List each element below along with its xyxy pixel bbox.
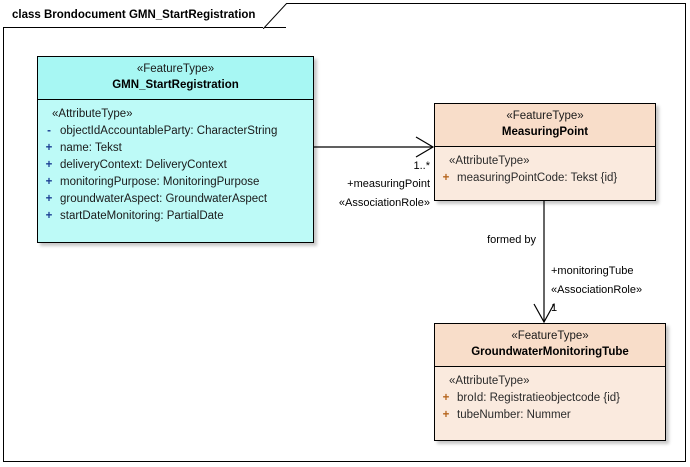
class-stereotype: «FeatureType» [506, 110, 584, 122]
class-name: GMN_StartRegistration [112, 79, 239, 91]
attribute-row: - objectIdAccountableParty: CharacterStr… [38, 123, 313, 140]
attribute-label: measuringPointCode: Tekst {id} [457, 172, 618, 184]
visibility-marker: + [45, 193, 53, 205]
class-name: MeasuringPoint [501, 126, 589, 138]
attribute-label: groundwaterAspect: GroundwaterAspect [60, 193, 268, 205]
class-box-gmn-start-registration[interactable]: «FeatureType» GMN_StartRegistration «Att… [37, 56, 314, 243]
frame-tab-notch-icon [263, 3, 287, 29]
attribute-row: + groundwaterAspect: GroundwaterAspect [38, 191, 313, 208]
diagram-frame-tab: class Brondocument GMN_StartRegistration [3, 3, 287, 29]
attribute-label: objectIdAccountableParty: CharacterStrin… [60, 125, 278, 137]
class-box-measuring-point[interactable]: «FeatureType» MeasuringPoint «AttributeT… [434, 103, 656, 201]
visibility-marker: + [45, 210, 53, 222]
attribute-row: + deliveryContext: DeliveryContext [38, 157, 313, 174]
attribute-label: tubeNumber: Nummer [457, 409, 571, 421]
visibility-marker: - [47, 125, 51, 137]
attribute-row: + startDateMonitoring: PartialDate [38, 208, 313, 225]
visibility-marker: + [45, 142, 53, 154]
attribute-stereotype: «AttributeType» [449, 155, 530, 167]
assoc-monitoringtube-multiplicity: 1 [551, 302, 558, 314]
assoc-measuringpoint-role-stereotype: «AssociationRole» [338, 197, 430, 209]
class-attributes-measuring-point: «AttributeType» + measuringPointCode: Te… [435, 147, 655, 193]
class-header-measuring-point: «FeatureType» MeasuringPoint [435, 104, 655, 147]
assoc-monitoringtube-name: formed by [487, 234, 536, 246]
visibility-marker: + [442, 409, 450, 421]
attribute-stereotype: «AttributeType» [52, 108, 133, 120]
visibility-marker: + [442, 172, 450, 184]
attribute-row: + measuringPointCode: Tekst {id} [435, 170, 655, 187]
class-header-gmn-start-registration: «FeatureType» GMN_StartRegistration [38, 57, 313, 100]
attribute-label: deliveryContext: DeliveryContext [60, 159, 227, 171]
class-attributes-gmn-start-registration: «AttributeType» - objectIdAccountablePar… [38, 100, 313, 231]
attribute-row: + name: Tekst [38, 140, 313, 157]
class-box-groundwater-monitoring-tube[interactable]: «FeatureType» GroundwaterMonitoringTube … [434, 323, 666, 441]
attribute-stereotype: «AttributeType» [449, 375, 530, 387]
attribute-row: + broId: Registratieobjectcode {id} [435, 390, 665, 407]
class-attributes-groundwater-monitoring-tube: «AttributeType» + broId: Registratieobje… [435, 367, 665, 430]
attribute-label: broId: Registratieobjectcode {id} [457, 392, 621, 404]
assoc-measuringpoint-multiplicity: 1..* [413, 160, 430, 172]
attribute-row: + tubeNumber: Nummer [435, 407, 665, 424]
visibility-marker: + [45, 159, 53, 171]
class-header-groundwater-monitoring-tube: «FeatureType» GroundwaterMonitoringTube [435, 324, 665, 367]
visibility-marker: + [45, 176, 53, 188]
attribute-row: + monitoringPurpose: MonitoringPurpose [38, 174, 313, 191]
class-name: GroundwaterMonitoringTube [471, 346, 629, 358]
attribute-label: startDateMonitoring: PartialDate [60, 210, 224, 222]
class-stereotype: «FeatureType» [136, 63, 215, 75]
class-stereotype: «FeatureType» [511, 330, 589, 342]
assoc-monitoringtube-role-stereotype: «AssociationRole» [551, 284, 643, 296]
attribute-label: name: Tekst [60, 142, 122, 154]
diagram-title: class Brondocument GMN_StartRegistration [12, 9, 256, 21]
diagram-frame [3, 3, 686, 462]
assoc-monitoringtube-role: +monitoringTube [551, 265, 634, 277]
visibility-marker: + [442, 392, 450, 404]
assoc-measuringpoint-role: +measuringPoint [347, 178, 430, 190]
attribute-label: monitoringPurpose: MonitoringPurpose [60, 176, 260, 188]
